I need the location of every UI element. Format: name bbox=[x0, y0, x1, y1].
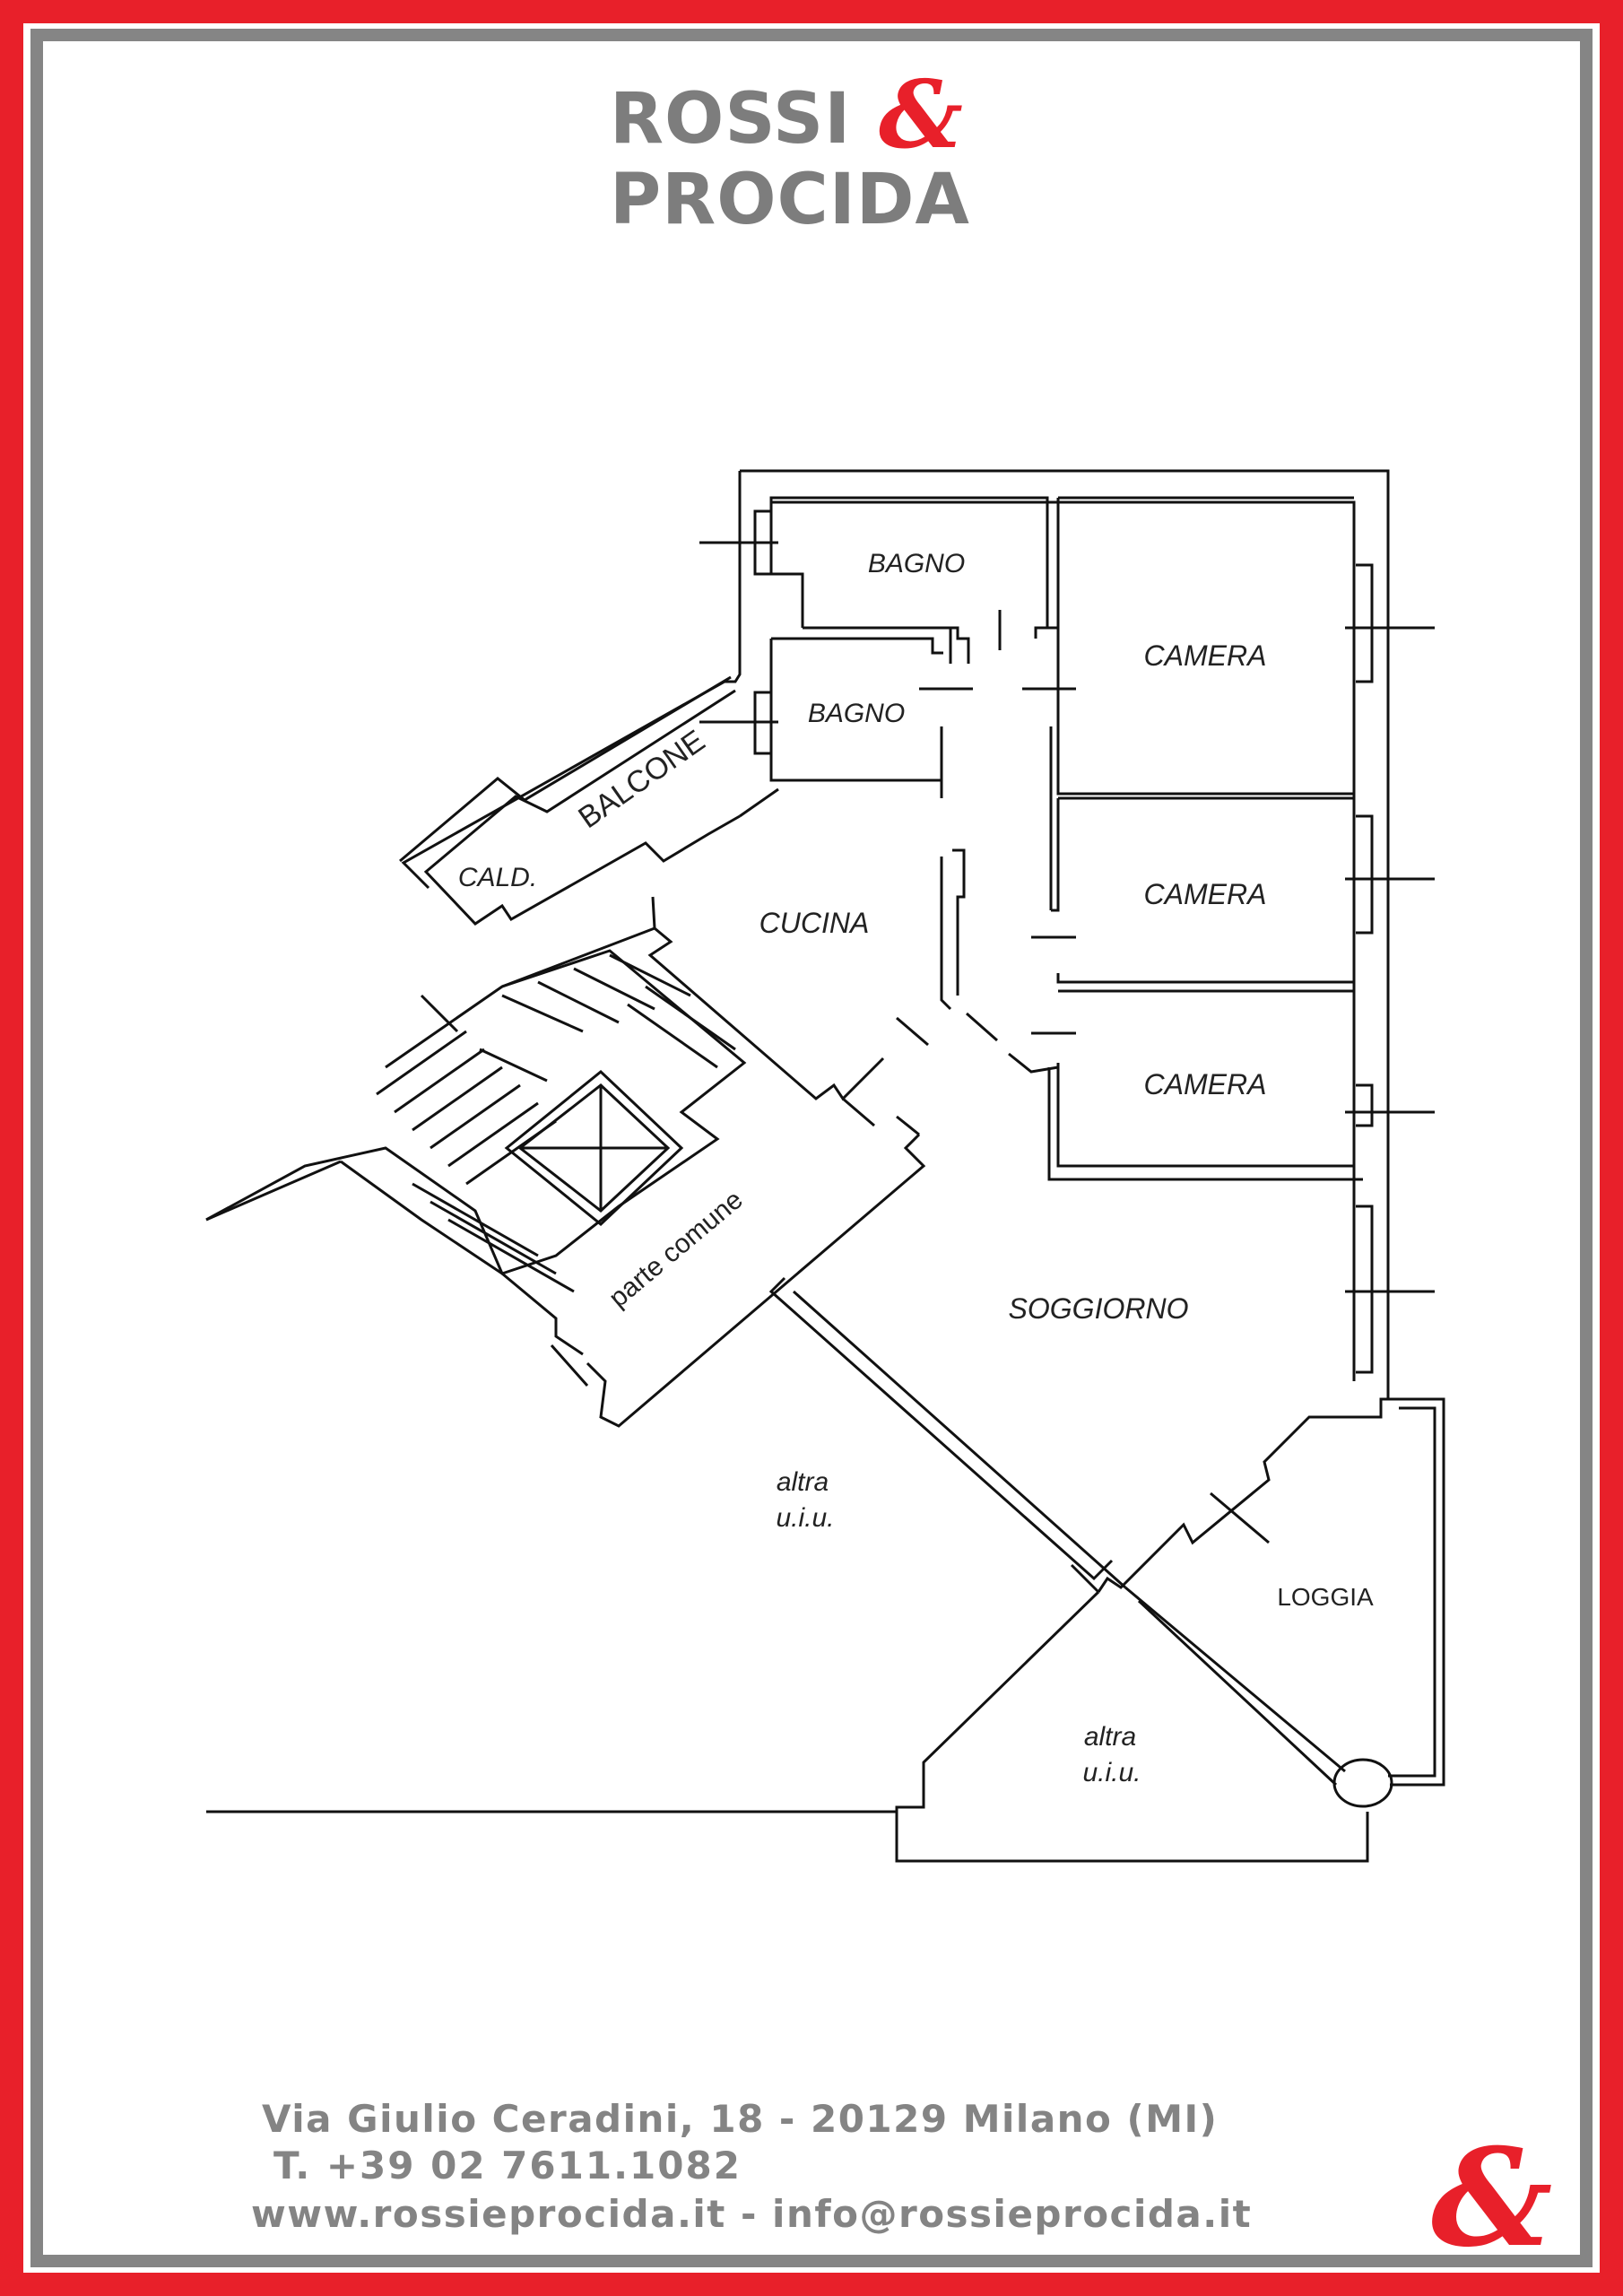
company-logo: ROSSI & PROCIDA bbox=[610, 68, 1022, 244]
room-label-altra-2-line2: u.i.u. bbox=[1082, 1758, 1141, 1787]
room-label-balcone: BALCONE bbox=[572, 724, 711, 835]
floor-plan-walls bbox=[205, 469, 1445, 1863]
corner-ampersand-logo: & bbox=[1431, 2119, 1553, 2277]
web-email-text: www.rossieprocida.it - info@rossieprocid… bbox=[251, 2192, 1253, 2236]
address-text: Via Giulio Ceradini, 18 - 20129 Milano (… bbox=[262, 2097, 1219, 2141]
room-label-bagno-2: BAGNO bbox=[808, 699, 905, 728]
room-label-cald: CALD. bbox=[458, 863, 537, 892]
room-label-camera-3: CAMERA bbox=[1144, 1068, 1267, 1100]
room-label-loggia: LOGGIA bbox=[1277, 1583, 1374, 1611]
room-label-camera-2: CAMERA bbox=[1144, 878, 1267, 910]
phone-text: T. +39 02 7611.1082 bbox=[273, 2144, 742, 2187]
room-label-parte-comune: parte comune bbox=[603, 1185, 749, 1313]
room-label-cucina: CUCINA bbox=[759, 907, 870, 939]
room-label-altra-1-line2: u.i.u. bbox=[776, 1503, 834, 1533]
room-label-altra-2-line1: altra bbox=[1084, 1722, 1136, 1752]
room-label-camera-1: CAMERA bbox=[1144, 639, 1267, 672]
room-label-altra-1-line1: altra bbox=[777, 1467, 829, 1497]
inner-gray-frame bbox=[30, 29, 1593, 2267]
logo-word-rossi: ROSSI bbox=[610, 79, 852, 160]
logo-word-procida: PROCIDA bbox=[610, 160, 970, 240]
room-label-soggiorno: SOGGIORNO bbox=[1009, 1292, 1189, 1325]
logo-ampersand: & bbox=[879, 59, 963, 170]
room-label-bagno-1: BAGNO bbox=[868, 549, 965, 578]
